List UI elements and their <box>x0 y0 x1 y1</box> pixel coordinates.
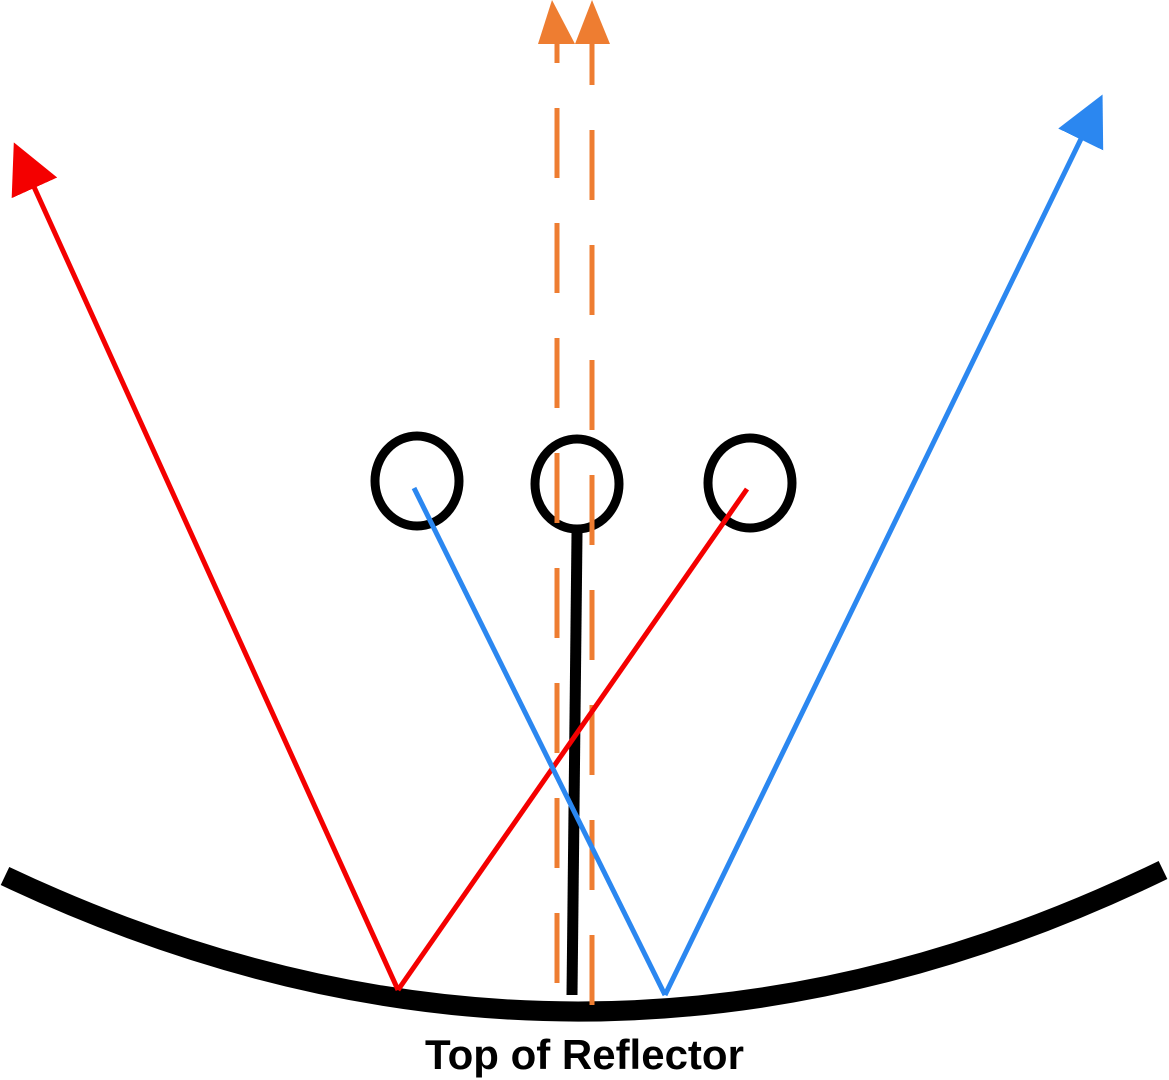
emitter-circle-left <box>370 431 464 531</box>
red-ray-reflected <box>11 142 401 992</box>
diagram-caption: Top of Reflector <box>425 1031 744 1078</box>
orange-arrowhead-right <box>575 0 610 44</box>
orange-arrowhead-left <box>538 0 575 44</box>
red-ray <box>11 142 750 992</box>
emitter-circle-center <box>530 434 624 534</box>
support-stem <box>566 532 583 996</box>
red-ray-incident <box>395 487 750 992</box>
blue-ray-incident <box>411 486 668 997</box>
reflector-curve <box>0 860 1168 1022</box>
emitter-circle-right <box>703 433 797 533</box>
blue-ray-reflected <box>662 94 1104 997</box>
blue-ray <box>411 94 1104 997</box>
